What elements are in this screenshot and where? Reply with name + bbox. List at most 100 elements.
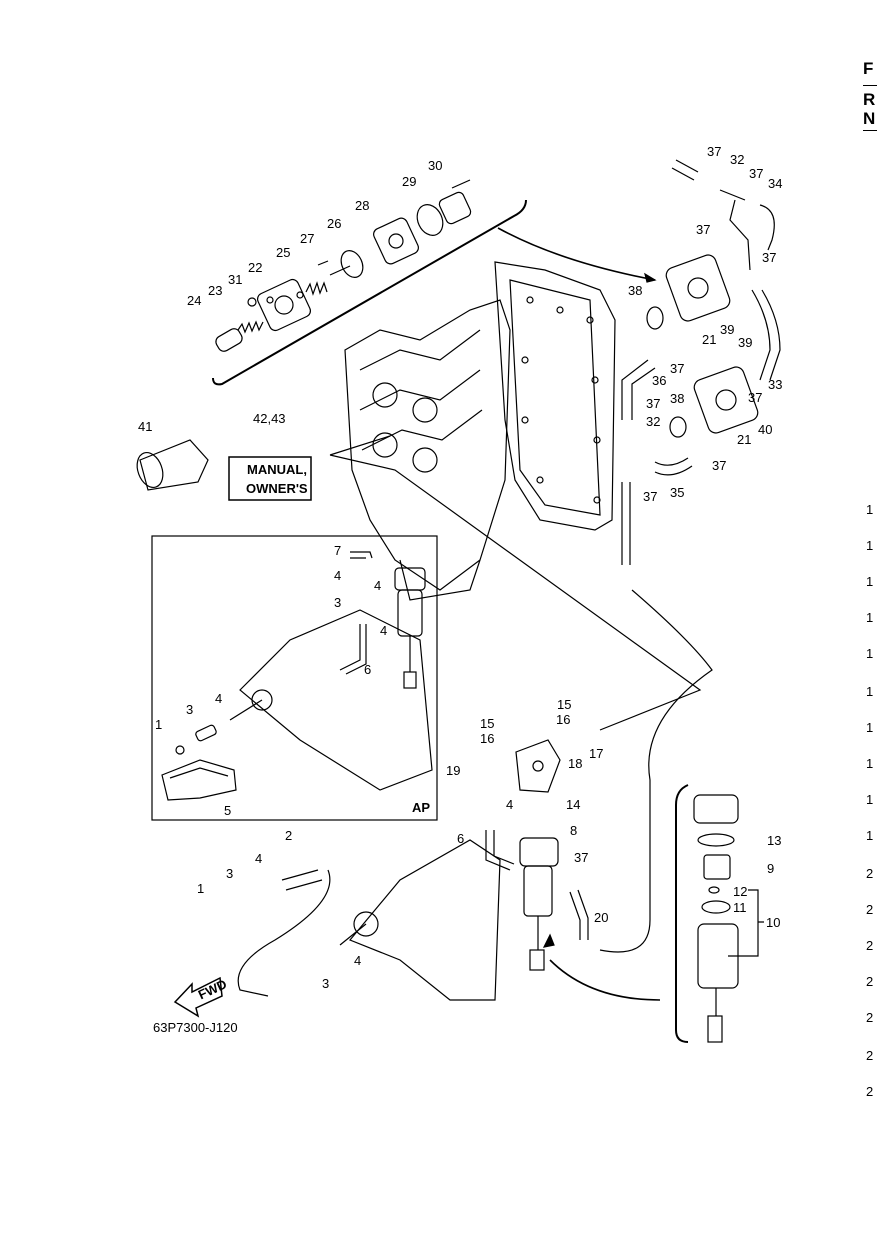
part-2-hose: [281, 869, 323, 891]
label-24: 24: [187, 293, 201, 308]
part-26-diaphragm: [329, 250, 364, 278]
ap-fuel-filter: [394, 567, 426, 689]
label-37h: 37: [712, 458, 726, 473]
ap-label: AP: [412, 800, 430, 815]
label-22: 22: [248, 260, 262, 275]
part-21-fuel-pump-lower: [693, 366, 759, 434]
part-28-body: [373, 217, 419, 265]
label-37i: 37: [643, 489, 657, 504]
label-40: 40: [758, 422, 772, 437]
label-37b: 37: [749, 166, 763, 181]
label-31: 31: [228, 272, 242, 287]
label-12: 12: [733, 884, 747, 899]
label-33: 33: [768, 377, 782, 392]
label-4a: 4: [334, 568, 341, 583]
edge-header-f: F: [863, 59, 874, 78]
part-25-spring: [305, 281, 328, 296]
part-30-screw: [438, 179, 472, 225]
part-29-gasket: [416, 204, 444, 236]
label-3b: 3: [186, 702, 193, 717]
part-23-spring: [237, 320, 264, 334]
edge-row-digit: 2: [866, 866, 874, 881]
label-37d: 37: [762, 250, 776, 265]
label-37f: 37: [646, 396, 660, 411]
label-23: 23: [208, 283, 222, 298]
label-14: 14: [566, 797, 580, 812]
part-31-nut: [247, 297, 257, 307]
part-20-hose: [569, 889, 589, 940]
edge-row-digit: 1: [866, 684, 874, 699]
edge-rule: [863, 85, 877, 86]
label-15b: 15: [480, 716, 494, 731]
label-11: 11: [733, 900, 747, 915]
label-3c: 3: [226, 866, 233, 881]
label-1b: 1: [197, 881, 204, 896]
part-14-bracket: [515, 739, 561, 793]
label-41: 41: [138, 419, 152, 434]
edge-row-digit: 1: [866, 502, 874, 517]
manual-label-line2: OWNER'S: [246, 481, 308, 496]
ap-part-1-screw: [175, 745, 185, 755]
edge-header-n: N: [863, 109, 876, 128]
label-38b: 38: [670, 391, 684, 406]
ap-part-5-cover: [161, 759, 237, 801]
fwd-arrow: [173, 976, 223, 1018]
edge-row-digit: 2: [866, 1048, 874, 1063]
label-25: 25: [276, 245, 290, 260]
label-4d: 4: [215, 691, 222, 706]
part-22-housing: [256, 278, 312, 332]
edge-row-digit: 1: [866, 538, 874, 553]
label-17: 17: [589, 746, 603, 761]
label-4g: 4: [354, 953, 361, 968]
ap-hose-6: [339, 624, 367, 675]
fwd-label: FWD: [196, 976, 229, 1002]
label-7: 7: [334, 543, 341, 558]
edge-row-digit: 2: [866, 938, 874, 953]
label-38a: 38: [628, 283, 642, 298]
label-29: 29: [402, 174, 416, 189]
label-34: 34: [768, 176, 782, 191]
engine-block: [344, 299, 511, 601]
part-41-cover: [136, 439, 209, 491]
edge-row-digit: 1: [866, 756, 874, 771]
label-15a: 15: [557, 697, 571, 712]
edge-row-digit: 1: [866, 574, 874, 589]
label-21a: 21: [702, 332, 716, 347]
manifold-plate: [494, 261, 616, 531]
label-20: 20: [594, 910, 608, 925]
label-37g: 37: [748, 390, 762, 405]
edge-row-digit: 2: [866, 974, 874, 989]
edge-row-digit: 1: [866, 720, 874, 735]
label-37c: 37: [696, 222, 710, 237]
label-37a: 37: [707, 144, 721, 159]
part-number-labels: 30 29 28 27 26 25 22 31 23 24 37 32 37 3…: [138, 144, 782, 1035]
leader-arrow-top: [497, 227, 656, 281]
drawing-code: 63P7300-J120: [153, 1020, 238, 1035]
edge-row-digit: 2: [866, 902, 874, 917]
label-1a: 1: [155, 717, 162, 732]
hose-top-right: [671, 159, 781, 381]
label-32a: 32: [730, 152, 744, 167]
label-30: 30: [428, 158, 442, 173]
leader-line-ap: [329, 435, 702, 731]
label-27: 27: [300, 231, 314, 246]
ap-detail-box: [151, 535, 438, 821]
part-6-hose: [485, 830, 515, 871]
ap-engine-base: [229, 609, 433, 791]
label-3d: 3: [322, 976, 329, 991]
ap-hose-7: [350, 551, 373, 559]
label-16a: 16: [556, 712, 570, 727]
part-27-pin: [317, 260, 329, 266]
label-4e: 4: [506, 797, 513, 812]
filter-bracket: [675, 784, 689, 1043]
filter-bracket-10: [728, 889, 764, 957]
fuel-line-long: [599, 482, 713, 953]
label-21b: 21: [737, 432, 751, 447]
label-4c: 4: [380, 623, 387, 638]
edge-row-digit: 1: [866, 646, 874, 661]
label-8: 8: [570, 823, 577, 838]
part-36-hose: [621, 359, 656, 420]
label-19: 19: [446, 763, 460, 778]
group-bracket-top: [212, 199, 527, 386]
label-18: 18: [568, 756, 582, 771]
